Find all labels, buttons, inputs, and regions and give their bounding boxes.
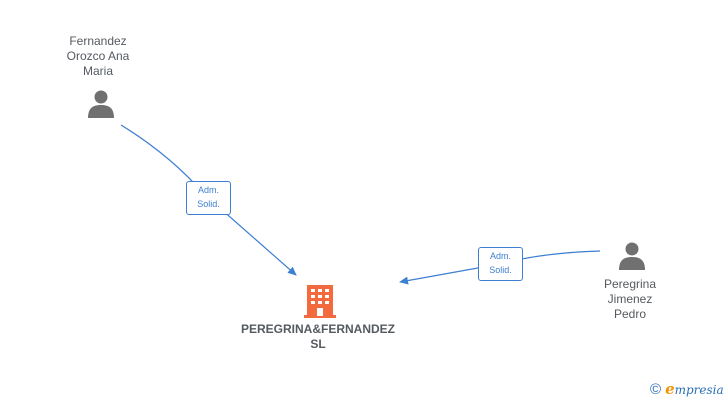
- person-name[interactable]: Fernandez Orozco Ana Maria: [66, 34, 130, 78]
- edge-role-badge: Adm. Solid.: [186, 181, 231, 215]
- copyright-icon: ©: [650, 380, 662, 398]
- person-icon[interactable]: [617, 241, 647, 271]
- brand-logo-initial: e: [665, 380, 675, 398]
- person-icon[interactable]: [86, 89, 116, 119]
- brand-logo[interactable]: empresia: [665, 380, 724, 398]
- building-icon[interactable]: [304, 284, 336, 318]
- brand-footer: © empresia: [650, 380, 724, 398]
- company-name[interactable]: PEREGRINA&FERNANDEZ SL: [240, 322, 395, 351]
- edge-role-badge: Adm. Solid.: [478, 247, 523, 281]
- brand-logo-text: mpresia: [674, 383, 724, 397]
- person-name[interactable]: Peregrina Jimenez Pedro: [603, 277, 657, 321]
